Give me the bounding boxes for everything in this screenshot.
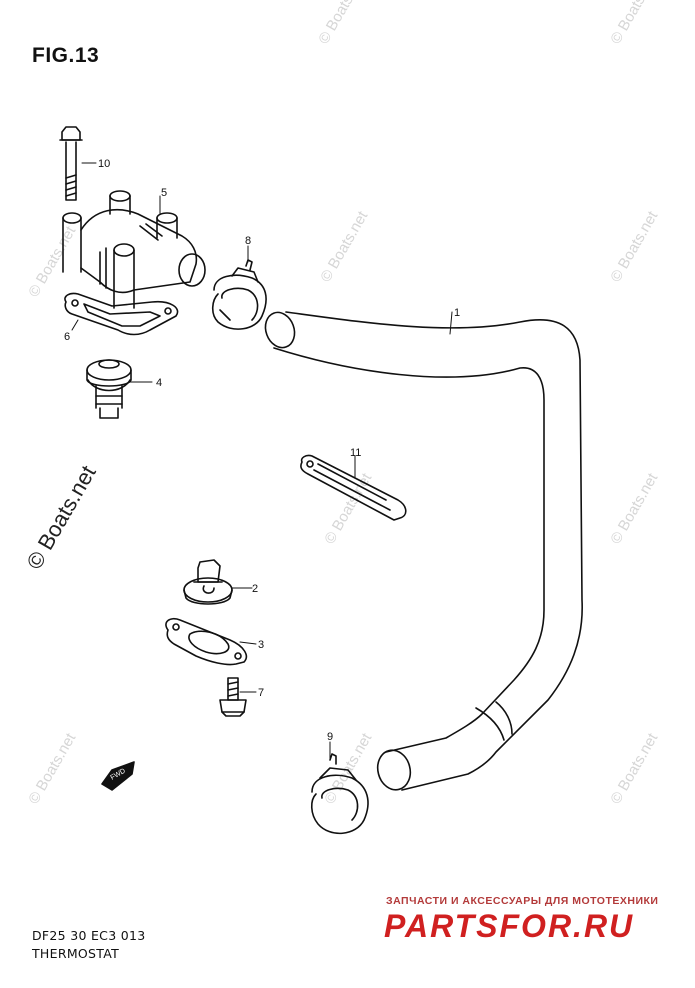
callout-4: 4 xyxy=(156,377,162,389)
figure-title: FIG.13 xyxy=(32,44,100,67)
callout-1: 1 xyxy=(454,307,460,319)
part-cap-2 xyxy=(183,559,233,605)
callout-10: 10 xyxy=(98,158,110,170)
callout-3: 3 xyxy=(258,639,264,651)
callout-6: 6 xyxy=(64,331,70,343)
callout-7: 7 xyxy=(258,687,264,699)
diagram-code: DF25 30 EC3 013 xyxy=(32,928,146,943)
callout-8: 8 xyxy=(245,235,251,247)
part-gasket-3 xyxy=(165,617,248,666)
promo-tagline: ЗАПЧАСТИ И АКСЕССУАРЫ ДЛЯ МОТОТЕХНИКИ xyxy=(386,895,659,907)
part-bolt-7 xyxy=(219,677,247,717)
callout-labels: 1 2 3 4 5 6 7 8 9 10 11 FWD xyxy=(64,158,460,782)
callout-9: 9 xyxy=(327,731,333,743)
promo-site-logo: PARTSFOR.RU xyxy=(384,908,635,944)
part-thermostat-4 xyxy=(86,359,132,419)
fwd-direction-arrow xyxy=(101,761,135,791)
callout-2: 2 xyxy=(252,583,258,595)
callout-11: 11 xyxy=(350,447,361,459)
part-thermostat-cover-5 xyxy=(62,190,206,309)
part-clip-8 xyxy=(211,259,267,330)
leader-lines xyxy=(71,162,453,761)
diagram-name: THERMOSTAT xyxy=(32,946,120,961)
part-hose-1 xyxy=(264,311,583,791)
callout-5: 5 xyxy=(161,187,167,199)
part-clip-9 xyxy=(310,753,369,835)
part-strap-11 xyxy=(300,454,407,521)
part-gasket-6 xyxy=(64,292,179,336)
part-bolt-10 xyxy=(59,126,83,201)
